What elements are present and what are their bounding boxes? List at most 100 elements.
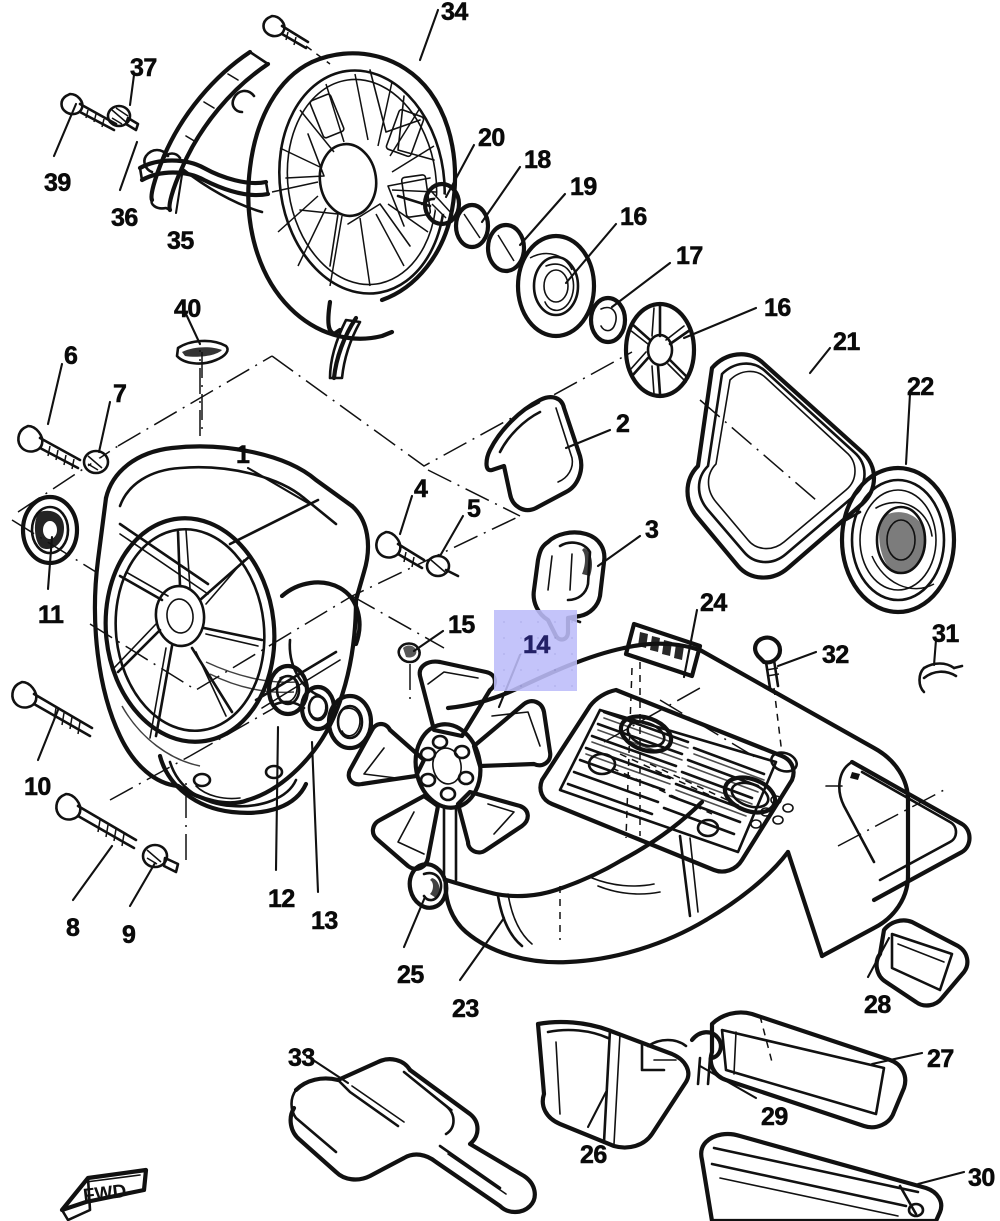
leader-line-34 xyxy=(418,8,440,62)
part-flange-bolt xyxy=(753,635,798,773)
callout-number-28[interactable]: 28 xyxy=(864,991,892,1019)
highlight-speckle xyxy=(520,685,522,687)
leader-line-18 xyxy=(480,165,522,224)
part-sheave-half-16a xyxy=(515,233,597,339)
part-heat-shield-plate xyxy=(538,687,796,874)
callout-number-11[interactable]: 11 xyxy=(38,601,65,629)
callout-number-10[interactable]: 10 xyxy=(24,773,52,801)
callout-number-17[interactable]: 17 xyxy=(676,242,704,270)
callout-number-40[interactable]: 40 xyxy=(174,295,202,323)
callout-number-33[interactable]: 33 xyxy=(288,1044,316,1072)
part-hex-bolt-4 xyxy=(375,530,426,570)
leader-line-26 xyxy=(586,1090,608,1129)
callout-number-16[interactable]: 16 xyxy=(764,294,792,322)
callout-number-32[interactable]: 32 xyxy=(822,641,850,669)
leader-line-3 xyxy=(596,534,642,568)
leader-line-5 xyxy=(438,514,465,558)
leader-line-29 xyxy=(698,1064,758,1100)
selection-highlight-box[interactable] xyxy=(494,610,577,691)
callout-number-23[interactable]: 23 xyxy=(452,995,480,1023)
part-air-duct-bracket xyxy=(484,395,584,513)
highlight-speckle xyxy=(503,685,505,687)
leader-line-1 xyxy=(246,466,310,505)
callout-number-34[interactable]: 34 xyxy=(441,0,469,26)
highlight-speckle xyxy=(554,653,556,655)
highlight-speckle xyxy=(503,621,505,623)
fwd-label: FWD xyxy=(82,1181,128,1207)
callout-number-14[interactable]: 14 xyxy=(523,631,551,659)
part-drive-belt xyxy=(685,352,876,580)
leader-line-2 xyxy=(564,428,612,450)
leader-line-11 xyxy=(46,535,54,591)
leader-line-16 xyxy=(564,222,618,285)
callout-number-20[interactable]: 20 xyxy=(478,124,506,152)
part-starter-bolt xyxy=(262,14,331,65)
callout-number-27[interactable]: 27 xyxy=(927,1045,955,1073)
callout-number-18[interactable]: 18 xyxy=(524,146,552,174)
leader-line-23 xyxy=(458,916,506,982)
part-woodruff-key xyxy=(397,642,421,700)
callout-number-37[interactable]: 37 xyxy=(130,54,158,82)
callout-number-1[interactable]: 1 xyxy=(236,441,250,469)
callout-number-12[interactable]: 12 xyxy=(268,885,296,913)
callout-number-21[interactable]: 21 xyxy=(833,328,861,356)
part-starter-rope-guide xyxy=(137,49,271,214)
leader-line-4 xyxy=(398,494,414,536)
callout-number-36[interactable]: 36 xyxy=(111,204,139,232)
callout-number-22[interactable]: 22 xyxy=(907,373,935,401)
callout-number-4[interactable]: 4 xyxy=(414,475,428,503)
leader-line-16 xyxy=(682,306,758,340)
leader-line-39 xyxy=(52,102,78,158)
part-shim-washer-19 xyxy=(485,222,527,274)
callout-number-3[interactable]: 3 xyxy=(645,516,659,544)
part-bracket-stay xyxy=(874,918,970,1008)
callout-number-2[interactable]: 2 xyxy=(616,410,630,438)
callout-number-24[interactable]: 24 xyxy=(700,589,728,617)
part-guide-nut xyxy=(106,104,140,132)
leader-line-19 xyxy=(518,192,567,247)
part-long-hex-bolt-8 xyxy=(55,792,138,850)
highlight-speckle xyxy=(571,621,573,623)
callout-number-6[interactable]: 6 xyxy=(64,342,78,370)
callout-number-8[interactable]: 8 xyxy=(66,914,80,942)
leader-line-36 xyxy=(118,140,139,192)
callout-number-13[interactable]: 13 xyxy=(311,907,339,935)
callout-number-7[interactable]: 7 xyxy=(113,380,127,408)
callout-number-25[interactable]: 25 xyxy=(397,961,425,989)
part-flat-washer-9 xyxy=(141,843,180,874)
callout-number-26[interactable]: 26 xyxy=(580,1141,608,1169)
callout-number-15[interactable]: 15 xyxy=(448,611,476,639)
part-recoil-starter-assembly xyxy=(246,51,458,381)
highlight-speckle xyxy=(537,669,539,671)
callout-number-39[interactable]: 39 xyxy=(44,169,72,197)
part-cooling-fan xyxy=(346,659,553,882)
highlight-speckle xyxy=(503,653,505,655)
highlight-speckle xyxy=(520,621,522,623)
part-spacer-collar-17 xyxy=(588,295,628,345)
callout-number-16[interactable]: 16 xyxy=(620,203,648,231)
highlight-speckle xyxy=(554,685,556,687)
callout-number-9[interactable]: 9 xyxy=(122,921,136,949)
part-cotter-pin xyxy=(918,662,964,694)
callout-number-29[interactable]: 29 xyxy=(761,1103,789,1131)
part-nut-20 xyxy=(422,181,462,227)
callout-number-5[interactable]: 5 xyxy=(467,495,481,523)
part-foam-seal-strip xyxy=(708,1010,908,1130)
highlight-speckle xyxy=(571,637,573,639)
highlight-speckle xyxy=(554,621,556,623)
highlight-speckle xyxy=(554,669,556,671)
callout-number-19[interactable]: 19 xyxy=(570,173,598,201)
part-long-hex-bolt-10 xyxy=(11,680,94,738)
part-washer-18 xyxy=(453,202,491,250)
leader-line-7 xyxy=(97,400,112,454)
part-flat-washer-7 xyxy=(82,449,110,475)
callout-number-31[interactable]: 31 xyxy=(932,620,960,648)
leader-line-33 xyxy=(302,1052,350,1085)
heat-shield-dashes xyxy=(649,763,741,807)
leader-line-20 xyxy=(444,143,476,199)
callout-number-30[interactable]: 30 xyxy=(968,1164,996,1192)
part-guide-bolt xyxy=(60,92,118,132)
leader-line-40 xyxy=(184,312,202,346)
leader-line-9 xyxy=(128,861,157,908)
callout-number-35[interactable]: 35 xyxy=(167,227,195,255)
